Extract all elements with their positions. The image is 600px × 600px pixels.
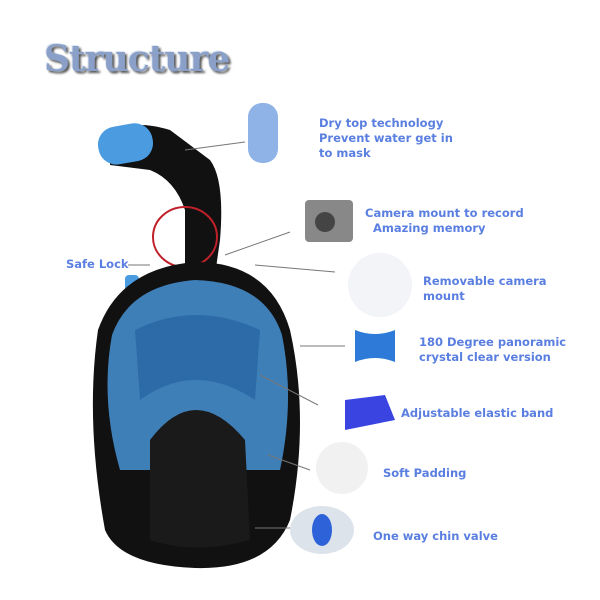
label-soft-padding: Soft Padding <box>383 466 467 480</box>
chin-valve <box>150 410 250 548</box>
part-thumbnails <box>248 103 412 554</box>
elastic-band-icon <box>345 395 395 430</box>
pointer-lines <box>128 141 345 529</box>
label-safe-lock: Safe Lock <box>66 257 129 271</box>
label-chin-valve: One way chin valve <box>373 529 498 543</box>
panoramic-lens-icon <box>355 330 395 362</box>
snorkel-tube <box>97 123 222 275</box>
label-panoramic: 180 Degree panoramic crystal clear versi… <box>419 335 567 364</box>
page-title: Structure <box>44 38 230 80</box>
label-dry-top: Dry top technology Prevent water get in … <box>319 116 453 160</box>
dry-top-icon <box>248 103 278 163</box>
label-camera-mount: Camera mount to record Amazing memory <box>365 206 524 235</box>
soft-padding-icon <box>316 442 368 494</box>
label-elastic-band: Adjustable elastic band <box>401 406 554 420</box>
camera-mount-icon <box>348 253 412 317</box>
label-removable-mount: Removable camera mount <box>423 274 547 303</box>
